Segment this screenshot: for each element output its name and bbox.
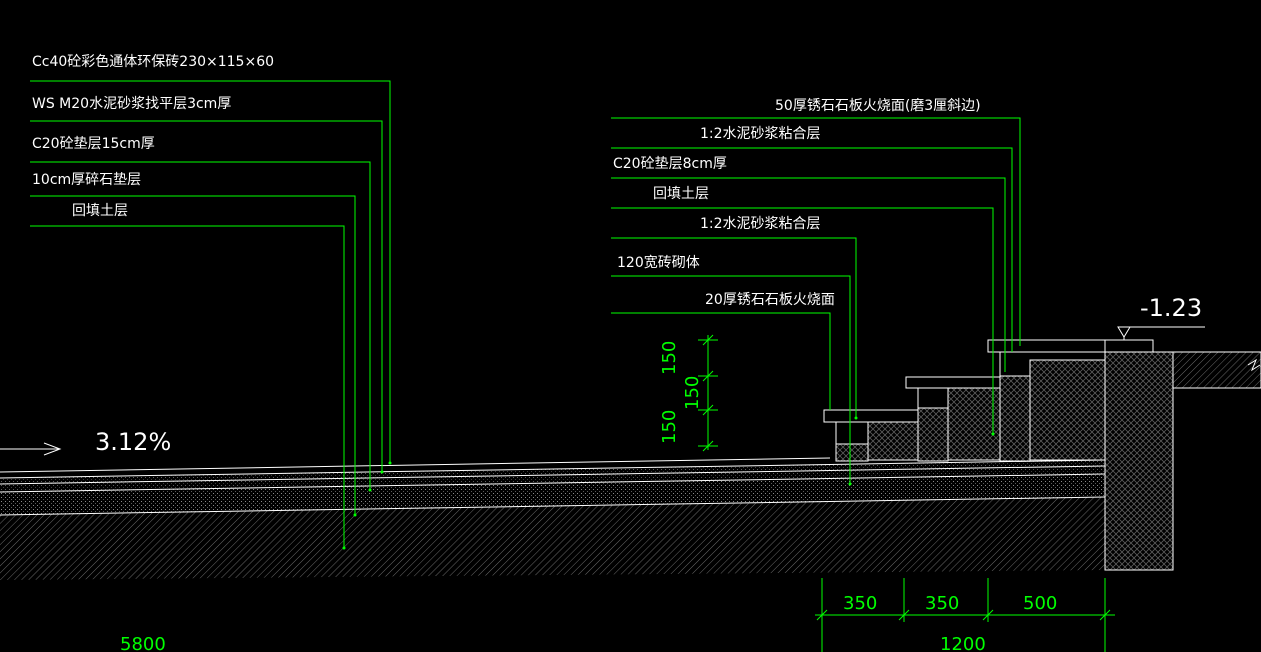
callout-right-1: 50厚锈石石板火烧面(磨3厘斜边): [775, 98, 981, 114]
retaining-wall: [1104, 339, 1261, 571]
elevation-label: -1.23: [1140, 294, 1202, 322]
bottom-dim-3: 500: [1023, 593, 1057, 614]
callout-right-2: 1:2水泥砂浆粘合层: [700, 126, 821, 142]
callout-left-5: 回填土层: [72, 203, 128, 219]
callout-right-3: C20砼垫层8cm厚: [613, 156, 727, 172]
callout-right-6: 120宽砖砌体: [617, 254, 700, 271]
step-dim-1: 150: [659, 341, 680, 375]
compacted-soil-layer: [0, 497, 1105, 580]
callout-left-2: WS M20水泥砂浆找平层3cm厚: [32, 96, 231, 112]
right-callouts: [611, 117, 1021, 484]
concrete-bed-layer: [0, 460, 1105, 492]
callout-left-1: Cc40砼彩色通体环保砖230×115×60: [32, 53, 274, 70]
elevation-marker: [1117, 326, 1205, 340]
leader-endpoints: [342, 416, 995, 550]
bottom-dim-2: 350: [925, 593, 959, 614]
bottom-dimension-lines: [815, 578, 1115, 652]
slope-label: 3.12%: [95, 428, 171, 456]
bottom-dim-1: 350: [843, 593, 877, 614]
step-dimension-lines: [698, 334, 718, 452]
step-structure: [823, 339, 1106, 462]
total-dim: 1200: [940, 634, 986, 652]
callout-right-7: 20厚锈石石板火烧面: [705, 292, 835, 308]
callout-right-4: 回填土层: [653, 186, 709, 202]
ground-layers: [0, 457, 1106, 580]
gravel-layer: [0, 474, 1105, 515]
callout-right-5: 1:2水泥砂浆粘合层: [700, 216, 821, 232]
step-dim-2: 150: [682, 376, 703, 410]
slope-arrow: [0, 442, 62, 456]
step-dim-3: 150: [659, 410, 680, 444]
left-callouts: [30, 80, 391, 548]
callout-left-3: C20砼垫层15cm厚: [32, 136, 155, 152]
overall-dim: 5800: [120, 634, 166, 652]
callout-left-4: 10cm厚碎石垫层: [32, 172, 141, 188]
